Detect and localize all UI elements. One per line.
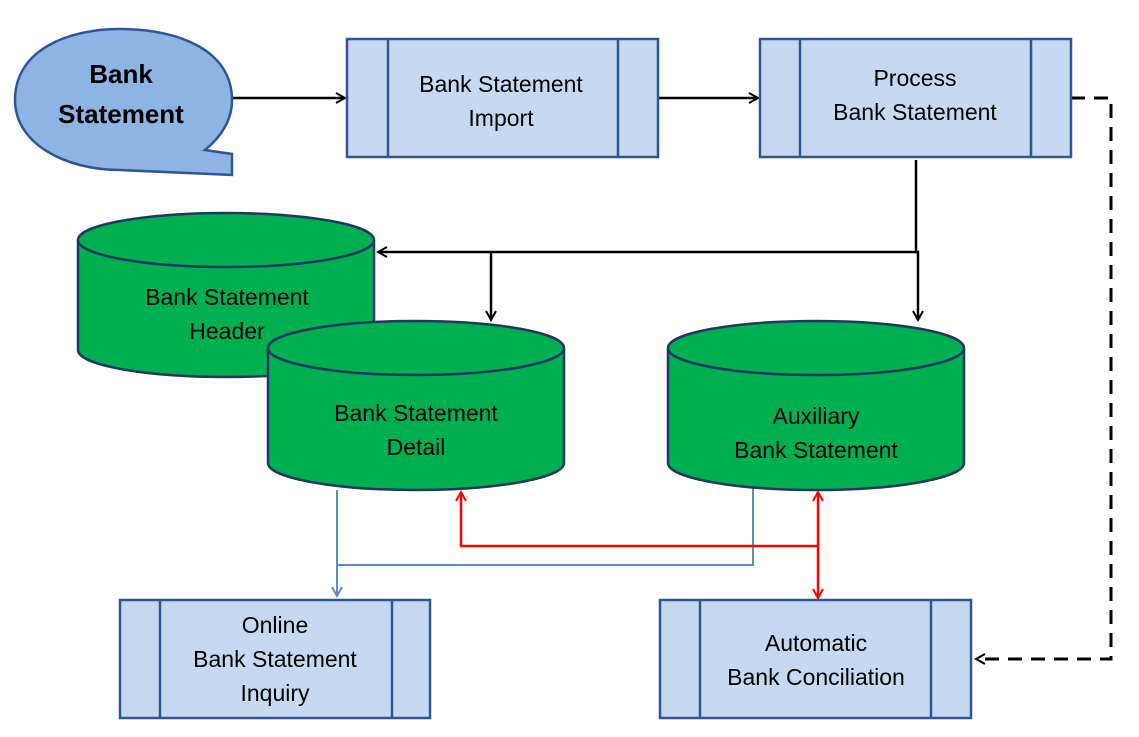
conciliation-process-box bbox=[658, 598, 973, 720]
inquiry-label-line2: Bank Statement bbox=[193, 646, 357, 672]
auxiliary-db-rim bbox=[666, 347, 966, 377]
bank-statement-detail-database: Bank Statement Detail bbox=[266, 319, 566, 492]
auxiliary-bank-statement-database: Auxiliary Bank Statement bbox=[666, 319, 966, 492]
bank-statement-source: Bank Statement bbox=[13, 27, 234, 177]
import-label-line1: Bank Statement bbox=[419, 71, 583, 97]
arrow-process-to-auxiliary bbox=[916, 160, 918, 320]
online-inquiry-process: Online Bank Statement Inquiry bbox=[118, 598, 432, 720]
bank-statement-line2: Statement bbox=[58, 99, 184, 129]
process-label-line2: Bank Statement bbox=[833, 99, 997, 125]
inquiry-process-box bbox=[118, 598, 432, 720]
detail-db-rim bbox=[266, 347, 566, 377]
connectors bbox=[232, 96, 1113, 659]
auxiliary-db-body bbox=[666, 319, 966, 492]
bank-statement-bubble-shape bbox=[13, 27, 234, 177]
inquiry-label-line3: Inquiry bbox=[240, 680, 310, 706]
auxiliary-label-line2: Bank Statement bbox=[734, 437, 898, 463]
detail-db-body bbox=[266, 319, 566, 492]
header-db-rim bbox=[76, 239, 376, 269]
import-label-line2: Import bbox=[468, 105, 534, 131]
header-label-line1: Bank Statement bbox=[145, 284, 309, 310]
process-bank-statement-process: Process Bank Statement bbox=[758, 37, 1073, 159]
bank-statement-line1: Bank bbox=[89, 59, 153, 89]
blue-line-auxiliary-to-inquiry bbox=[337, 488, 754, 566]
conciliation-label-line1: Automatic bbox=[765, 630, 867, 656]
detail-label-line1: Bank Statement bbox=[334, 400, 498, 426]
header-label-line2: Header bbox=[189, 318, 265, 344]
import-process-box bbox=[345, 37, 660, 159]
dashed-arrow-process-to-conciliation bbox=[976, 96, 1113, 659]
detail-label-line2: Detail bbox=[387, 434, 446, 460]
red-line-conciliation-to-detail bbox=[461, 492, 818, 548]
inquiry-label-line1: Online bbox=[242, 612, 308, 638]
conciliation-label-line2: Bank Conciliation bbox=[727, 664, 905, 690]
process-label-line1: Process bbox=[873, 65, 956, 91]
process-box bbox=[758, 37, 1073, 159]
automatic-conciliation-process: Automatic Bank Conciliation bbox=[658, 598, 973, 720]
auxiliary-label-line1: Auxiliary bbox=[773, 403, 860, 429]
bank-statement-import-process: Bank Statement Import bbox=[345, 37, 660, 159]
